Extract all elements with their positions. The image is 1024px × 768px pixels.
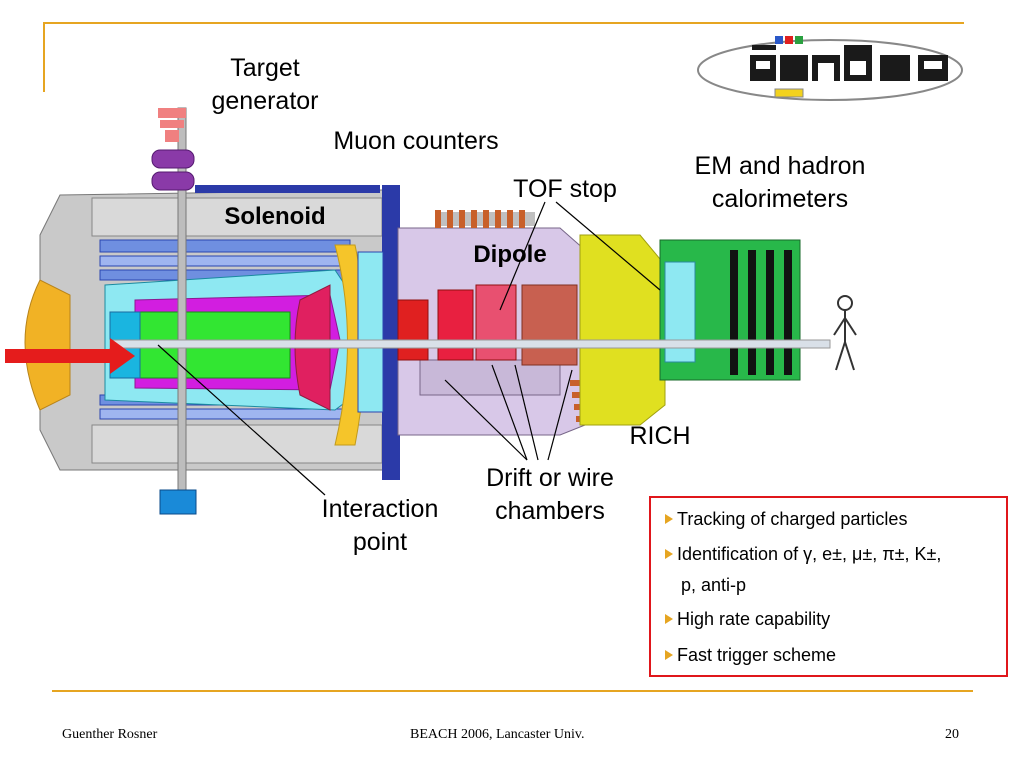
target-generator-label: Target generator [195, 52, 335, 118]
bullet-text: Fast trigger scheme [677, 645, 837, 665]
bullet-arrow-icon [665, 650, 673, 660]
bottom-rule [52, 690, 973, 692]
solenoid-label: Solenoid [224, 203, 326, 230]
bullet-arrow-icon [665, 549, 673, 559]
muon-counters-label: Muon counters [333, 127, 499, 155]
footer-author: Guenther Rosner [62, 727, 158, 742]
top-rule [43, 22, 964, 24]
feature-bullet-box: Tracking of charged particles Identifica… [649, 496, 1008, 677]
bullet-item-continuation: p, anti-p [681, 574, 746, 596]
page-number: 20 [945, 727, 959, 742]
drift-chambers-label-line1: Drift or wire [486, 464, 614, 492]
pointer-lines [157, 201, 661, 496]
bullet-arrow-icon [665, 514, 673, 524]
interaction-point-label-line2: point [352, 528, 408, 556]
forward-calorimeters [659, 239, 801, 381]
muon-counter-panel [357, 251, 384, 413]
interaction-point-label-line1: Interaction [321, 495, 439, 523]
tof-stop-label: TOF stop [513, 175, 617, 203]
bullet-item: Identification of γ, e±, μ±, π±, K±, [665, 543, 941, 565]
em-hadron-label-line1: EM and hadron [694, 152, 866, 180]
drift-chambers-label: Drift or wire chambers [465, 462, 635, 528]
em-hadron-label-line2: calorimeters [711, 185, 849, 213]
dipole-label: Dipole [473, 241, 547, 268]
em-hadron-label: EM and hadron calorimeters [670, 150, 890, 216]
panda-logo [697, 36, 963, 101]
rich-label: RICH [629, 422, 691, 450]
target-generator-label-line2: generator [211, 87, 319, 115]
bullet-arrow-icon [665, 614, 673, 624]
beam-pipe [109, 339, 831, 349]
bullet-item: Fast trigger scheme [665, 644, 836, 666]
bullet-text: Identification of γ, e±, μ±, π±, K±, [677, 544, 942, 564]
footer-event: BEACH 2006, Lancaster Univ. [410, 727, 585, 742]
beam-arrow [5, 338, 135, 374]
bullet-text: Tracking of charged particles [677, 509, 908, 529]
human-scale-figure [833, 295, 857, 371]
left-rule [43, 22, 45, 92]
bullet-item: High rate capability [665, 608, 830, 630]
target-generator [151, 107, 197, 515]
rich-detector [579, 234, 666, 426]
target-generator-label-line1: Target [230, 54, 300, 82]
interaction-point-label: Interaction point [305, 493, 455, 559]
bullet-text: High rate capability [677, 609, 831, 629]
drift-chambers-label-line2: chambers [495, 497, 605, 525]
dipole-magnet [397, 212, 586, 436]
bullet-item: Tracking of charged particles [665, 508, 907, 530]
bullet-text: p, anti-p [681, 575, 747, 595]
backward-endcap [24, 279, 71, 411]
